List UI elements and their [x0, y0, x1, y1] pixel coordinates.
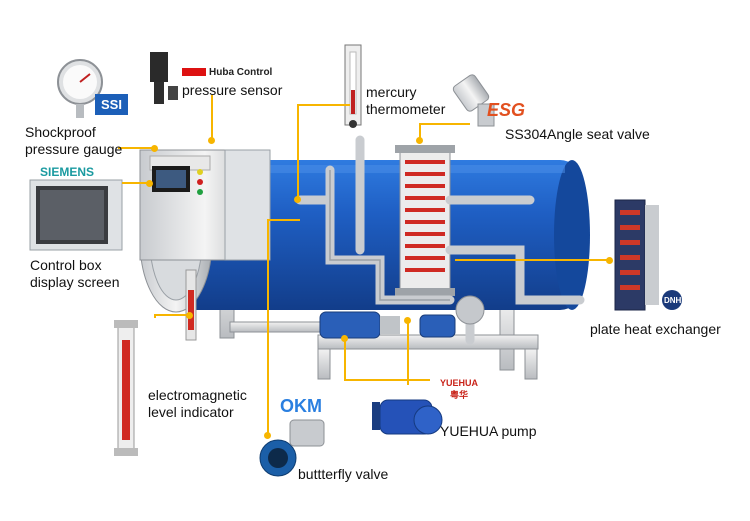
plate-exchanger-label: plate heat exchanger [590, 321, 721, 337]
siemens-logo: SIEMENS [40, 165, 95, 179]
pumps-mounted [319, 295, 485, 339]
huba-mark-icon [182, 68, 206, 77]
plate-exchanger-mounted [395, 145, 455, 296]
ssi-logo: SSI [95, 94, 128, 115]
esg-logo: ESG [487, 100, 526, 120]
control-cabinet [139, 149, 271, 261]
yuehua-logo-text: YUEHUA [440, 378, 479, 388]
angle-valve-image [452, 74, 495, 127]
leader-dot [208, 137, 215, 144]
label-line: electromagnetic [148, 387, 247, 403]
leader-dot [606, 257, 613, 264]
butterfly-valve-image [259, 419, 325, 477]
leader-dot [416, 137, 423, 144]
leader-dot [404, 317, 411, 324]
level-indicator-image [114, 320, 138, 456]
label-line: display screen [30, 274, 120, 290]
plate-exchanger-image [614, 199, 682, 311]
butterfly-valve-label: buttterfly valve [298, 466, 389, 482]
leader-dot [151, 145, 158, 152]
huba-logo-text: Huba Control [209, 67, 273, 78]
touch-screen-image [29, 179, 123, 251]
yuehua-pump-image [372, 399, 443, 435]
leader-dot [294, 196, 301, 203]
label-line: level indicator [148, 404, 234, 420]
thermometer-image [344, 44, 362, 128]
yuehua-logo: YUEHUA 粤华 [440, 378, 478, 401]
pump-label: YUEHUA pump [440, 423, 537, 439]
pressure-sensor-image [150, 52, 178, 104]
label-line: thermometer [366, 101, 446, 117]
angle-valve-label: SS304Angle seat valve [505, 126, 650, 142]
label-line: Shockproof [25, 124, 96, 140]
label-line: Control box [30, 257, 102, 273]
okm-logo: OKM [280, 396, 322, 416]
label-line: mercury [366, 84, 417, 100]
level-indicator-mounted [185, 269, 197, 341]
huba-logo: Huba Control [182, 67, 272, 78]
pressure-gauge-image [57, 59, 103, 118]
label-line: pressure gauge [25, 141, 123, 157]
yuehua-logo-cn: 粤华 [450, 390, 469, 400]
dnhb-logo: DNHB [664, 296, 688, 305]
leader-dot [341, 335, 348, 342]
leader-lines [118, 95, 610, 435]
pressure-sensor-label: pressure sensor [182, 82, 283, 98]
leader-dot [264, 432, 271, 439]
leader-dot [186, 312, 193, 319]
leader-dot [146, 180, 153, 187]
